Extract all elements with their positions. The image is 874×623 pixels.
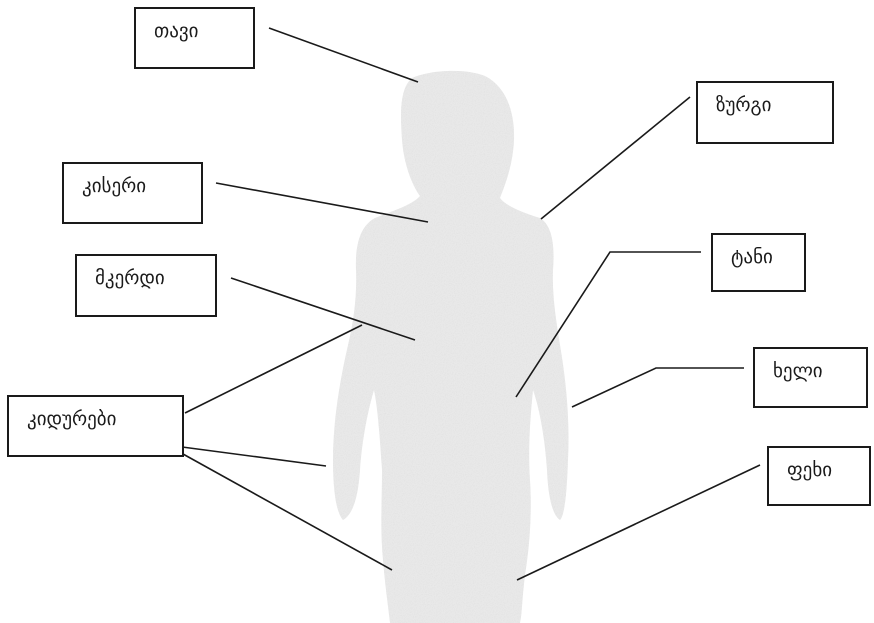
leader-line-limbs-upper	[185, 325, 362, 413]
leader-line-head	[269, 28, 418, 82]
silhouette-grain	[333, 71, 569, 623]
label-chest: მკერდი	[75, 254, 217, 317]
label-back-text: ზურგი	[716, 94, 771, 116]
label-leg-text: ფეხი	[787, 459, 832, 481]
label-neck-text: კისერი	[82, 175, 146, 197]
leader-line-back	[541, 97, 690, 219]
label-limbs: კიდურები	[7, 395, 184, 457]
label-limbs-text: კიდურები	[27, 408, 116, 430]
label-leg: ფეხი	[767, 446, 871, 506]
label-arm: ხელი	[753, 347, 868, 408]
leader-line-neck	[216, 183, 428, 222]
label-back: ზურგი	[696, 81, 834, 144]
label-chest-text: მკერდი	[95, 267, 165, 289]
label-head: თავი	[134, 7, 255, 69]
label-head-text: თავი	[154, 20, 198, 42]
label-neck: კისერი	[62, 162, 203, 224]
label-arm-text: ხელი	[773, 360, 823, 382]
human-silhouette	[333, 71, 569, 623]
label-torso: ტანი	[711, 233, 806, 292]
label-torso-text: ტანი	[731, 246, 773, 268]
leader-line-limbs-middle	[167, 445, 326, 466]
leader-line-arm	[572, 368, 744, 407]
leader-line-limbs-lower	[183, 454, 392, 570]
